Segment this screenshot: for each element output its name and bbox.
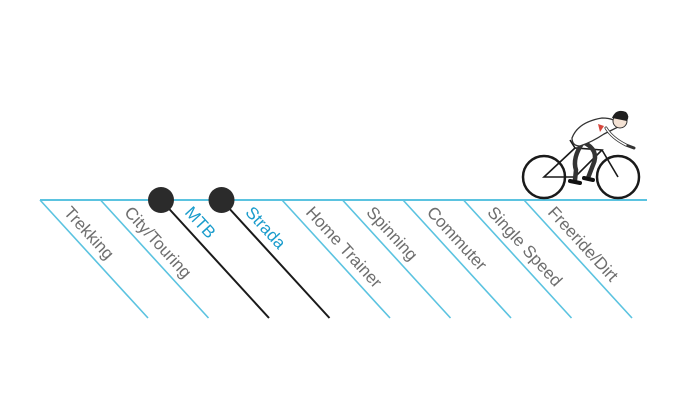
- category-line[interactable]: [341, 199, 452, 319]
- category-line[interactable]: [160, 199, 270, 319]
- category-line[interactable]: [462, 199, 573, 319]
- category-label[interactable]: Spinning: [363, 203, 422, 265]
- rider-arm-sleeve: [605, 127, 627, 146]
- jersey-accent: [598, 124, 604, 132]
- rider-torso: [571, 117, 621, 147]
- category-label[interactable]: Strada: [242, 203, 290, 253]
- category-line[interactable]: [220, 199, 331, 319]
- category-line[interactable]: [523, 199, 633, 319]
- category-line[interactable]: [99, 199, 210, 319]
- selection-marker[interactable]: [148, 187, 174, 213]
- cyclist-icon: [521, 110, 641, 200]
- category-line[interactable]: [402, 199, 512, 319]
- category-line[interactable]: [281, 199, 391, 319]
- rider-helmet: [612, 110, 629, 121]
- rider-shoes: [568, 176, 595, 185]
- selection-marker[interactable]: [208, 187, 235, 213]
- bike-frame: [541, 139, 619, 178]
- category-label[interactable]: Commuter: [423, 203, 491, 275]
- category-line[interactable]: [39, 199, 149, 319]
